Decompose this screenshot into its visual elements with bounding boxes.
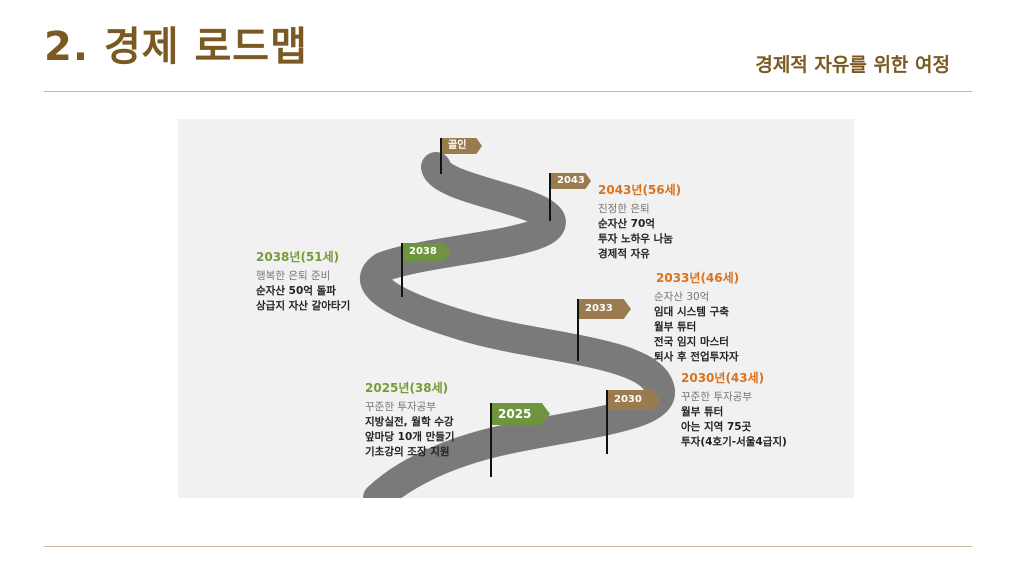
page-subtitle: 경제적 자유를 위한 여정 <box>755 54 950 76</box>
flag-2043-label: 2043 <box>551 173 591 189</box>
top-divider <box>44 91 972 92</box>
milestone-2033-heading: 2033년(46세) <box>656 271 740 285</box>
flag-goal-label: 골인 <box>442 138 482 154</box>
milestone-2043-heading: 2043년(56세) <box>598 183 682 197</box>
milestone-2033-line-3: 월부 튜터 <box>654 321 697 333</box>
milestone-2025-line-1: 꾸준한 투자공부 <box>365 401 436 413</box>
milestone-2038: 2038년(51세) 행복한 은퇴 준비 순자산 50억 돌파 상급지 자산 갈… <box>256 250 350 314</box>
milestone-2025: 2025년(38세) 꾸준한 투자공부 지방실전, 월학 수강 앞마당 10개 … <box>365 381 455 460</box>
milestone-2038-line-2: 순자산 50억 돌파 <box>256 285 336 297</box>
milestone-2030-heading: 2030년(43세) <box>681 371 765 385</box>
milestone-2025-line-2: 지방실전, 월학 수강 <box>365 416 454 428</box>
milestone-2038-line-3: 상급지 자산 갈아타기 <box>256 300 351 312</box>
milestone-2043-line-1: 진정한 은퇴 <box>598 203 650 215</box>
milestone-2030-line-3: 아는 지역 75곳 <box>681 421 752 433</box>
milestone-2038-heading: 2038년(51세) <box>256 250 340 264</box>
milestone-2025-heading: 2025년(38세) <box>365 381 449 395</box>
page-title: 2. 경제 로드맵 <box>44 24 308 70</box>
milestone-2033-line-4: 전국 임지 마스터 <box>654 336 729 348</box>
milestone-2043-line-3: 투자 노하우 나눔 <box>598 233 673 245</box>
milestone-2043: 2043년(56세) 진정한 은퇴 순자산 70억 투자 노하우 나눔 경제적 … <box>598 183 681 262</box>
milestone-2025-line-3: 앞마당 10개 만들기 <box>365 431 455 443</box>
milestone-2043-line-4: 경제적 자유 <box>598 248 650 260</box>
flag-2033-label: 2033 <box>579 299 631 319</box>
milestone-2033-line-2: 임대 시스템 구축 <box>654 306 729 318</box>
milestone-2030: 2030년(43세) 꾸준한 투자공부 월부 튜터 아는 지역 75곳 투자(4… <box>681 371 787 450</box>
roadmap-panel: 골인 2043 2038 2033 2030 2025 2043년(56세) 진… <box>178 119 854 498</box>
milestone-2033-line-1: 순자산 30억 <box>654 291 710 303</box>
milestone-2030-line-1: 꾸준한 투자공부 <box>681 391 752 403</box>
flag-2038-label: 2038 <box>403 243 451 261</box>
milestone-2043-line-2: 순자산 70억 <box>598 218 655 230</box>
bottom-divider <box>44 546 972 547</box>
milestone-2033: 2033년(46세) 순자산 30억 임대 시스템 구축 월부 튜터 전국 임지… <box>654 271 739 365</box>
flag-2025-label: 2025 <box>492 403 550 425</box>
milestone-2030-line-2: 월부 튜터 <box>681 406 724 418</box>
flag-2030-label: 2030 <box>608 390 660 410</box>
milestone-2030-line-4: 투자(4호기-서울4급지) <box>681 436 787 448</box>
milestone-2033-line-5: 퇴사 후 전업투자자 <box>654 351 739 363</box>
milestone-2038-line-1: 행복한 은퇴 준비 <box>256 270 331 282</box>
milestone-2025-line-4: 기초강의 조장 지원 <box>365 446 450 458</box>
